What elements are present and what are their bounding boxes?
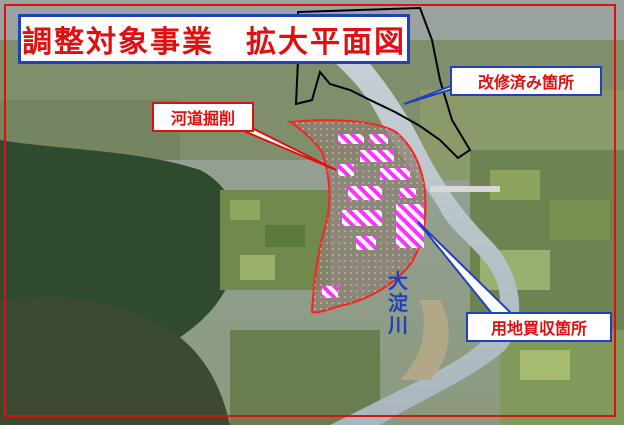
renovated-callout: 改修済み箇所: [450, 66, 602, 96]
parcel: [360, 150, 394, 162]
renovated-area-outline: [294, 6, 472, 160]
page-title: 調整対象事業 拡大平面図: [22, 25, 406, 60]
parcel: [400, 188, 416, 198]
river-name-char-3: 川: [388, 313, 408, 337]
river-name-char-1: 大: [388, 269, 408, 293]
parcel: [342, 210, 382, 226]
parcel: [380, 168, 410, 180]
excavation-callout: 河道掘削: [152, 102, 254, 132]
parcel: [348, 186, 382, 200]
parcel: [322, 286, 338, 298]
acquisition-label: 用地買収箇所: [490, 319, 587, 338]
parcel: [370, 134, 388, 144]
parcel: [338, 164, 354, 176]
river-name-char-2: 淀: [388, 291, 408, 315]
acquisition-callout: 用地買収箇所: [466, 312, 612, 342]
renovated-label: 改修済み箇所: [477, 73, 574, 92]
acquisition-callout-pointer: [417, 221, 517, 317]
excavation-label: 河道掘削: [170, 109, 235, 128]
parcel: [338, 134, 364, 144]
parcel: [396, 204, 424, 248]
river-name-label: 大 淀 川: [386, 270, 410, 336]
parcel: [356, 236, 376, 250]
title-box: 調整対象事業 拡大平面図: [18, 14, 410, 64]
